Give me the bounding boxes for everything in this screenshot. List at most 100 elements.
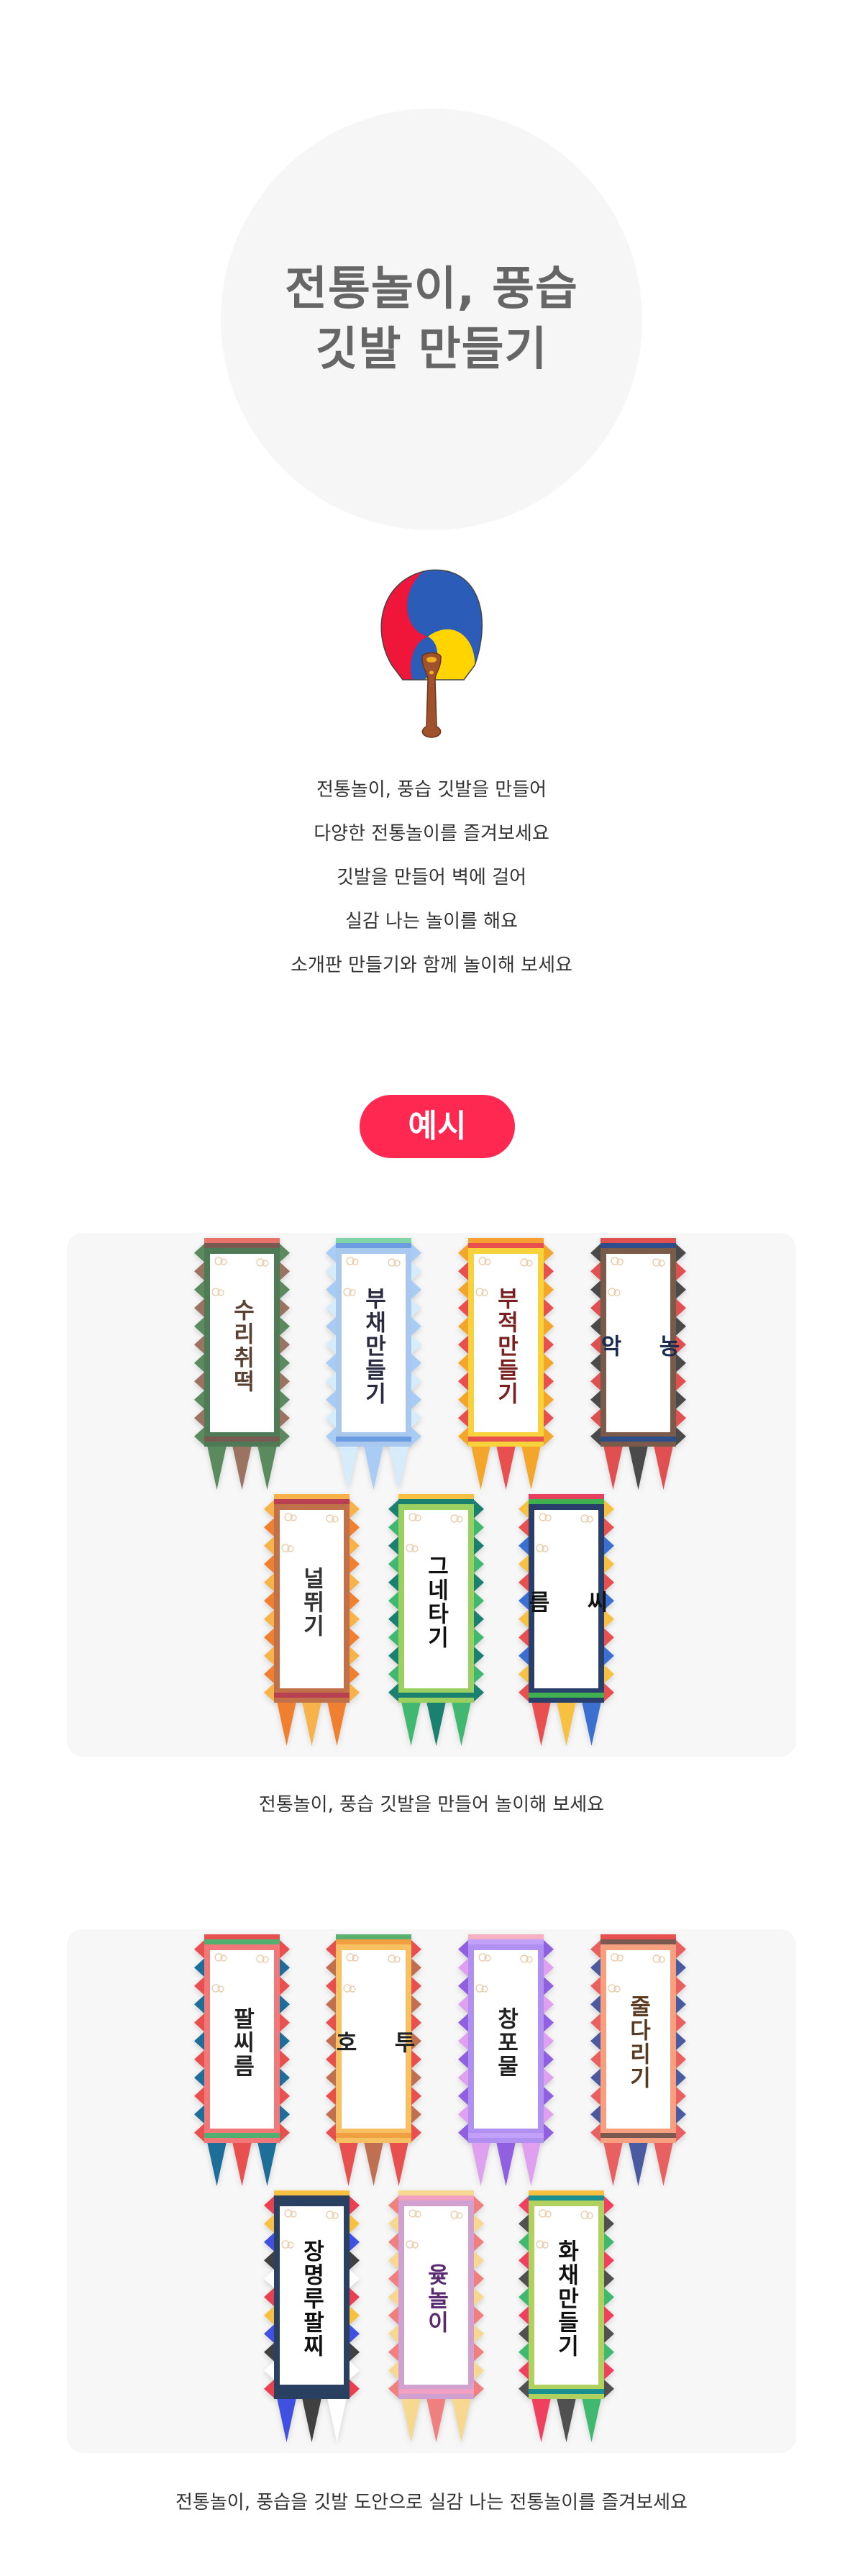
flag-side-tooth xyxy=(676,1408,686,1427)
flag-side-tooth xyxy=(264,1628,274,1647)
flag-side-tooth xyxy=(280,1354,290,1373)
flag-side-tooth xyxy=(280,1427,290,1446)
flag-side-tooth xyxy=(194,1335,204,1354)
flag-side-tooth xyxy=(519,2233,529,2252)
flag-side-tooth xyxy=(411,1244,421,1262)
cloud-icon xyxy=(613,1289,621,1296)
flag-side-tooth xyxy=(474,2324,484,2343)
flag-top-stripe xyxy=(336,1939,411,1944)
flag-side-tooth xyxy=(388,1665,398,1683)
flag-bottom-stripe xyxy=(398,2389,474,2394)
flag-side-tooth xyxy=(544,2068,554,2087)
flag-side-tooth xyxy=(350,1500,360,1519)
flag-side-tooth xyxy=(458,1280,468,1299)
cloud-icon xyxy=(414,2211,421,2218)
flag-top-stripe xyxy=(336,1934,411,1939)
cloud-icon xyxy=(450,1514,459,1523)
flag-side-tooth xyxy=(411,1977,421,1995)
cloud-icon xyxy=(475,1288,484,1296)
flag-side-tooth xyxy=(388,2270,398,2288)
flag-shape xyxy=(458,1238,554,1490)
flag-side-tooth xyxy=(350,2380,360,2398)
flag-side-tooth xyxy=(194,1372,204,1391)
flag-label: 화채만들기 xyxy=(553,2239,579,2358)
flag-side-tooth xyxy=(590,1958,601,1977)
flag-side-tooth xyxy=(676,1958,686,1977)
flag-side-tooth xyxy=(350,2196,360,2215)
cloud-icon xyxy=(281,1544,290,1552)
cloud-icon xyxy=(408,2209,417,2218)
intro-line: 다양한 전통놀이를 즐겨보세요 xyxy=(314,823,549,845)
flag-side-tooth xyxy=(676,2031,686,2050)
flag-side-tooth xyxy=(411,2068,421,2087)
gallery-caption-1: 전통놀이, 풍습 깃발을 만들어 놀이해 보세요 xyxy=(258,1794,605,1816)
flag-side-tooth xyxy=(326,1280,336,1299)
flag-top-stripe xyxy=(468,1238,544,1243)
flag-top-stripe xyxy=(468,1243,544,1248)
flag-inner-panel xyxy=(342,1254,406,1432)
flag-side-tooth xyxy=(350,2288,360,2306)
flag-inner-panel xyxy=(474,1254,538,1432)
flag-label: 수리취떡 xyxy=(229,1298,255,1393)
intro-line: 깃발을 만들어 벽에 걸어 xyxy=(337,867,526,888)
flag-banner: 줄다리기 xyxy=(590,1934,686,2186)
cloud-icon xyxy=(478,1257,487,1265)
taegeuk-fan-icon xyxy=(380,569,483,738)
cloud-icon xyxy=(450,2211,459,2219)
flag-inner-panel xyxy=(534,1510,598,1688)
flag-side-tooth xyxy=(411,1995,421,2013)
flag-banner: 부적만들기 xyxy=(458,1238,554,1490)
flag-shape xyxy=(458,1934,554,2186)
flag-side-tooth xyxy=(474,2214,484,2233)
flag-side-tooth xyxy=(604,1647,614,1665)
cloud-icon xyxy=(211,1984,220,1993)
flag-side-tooth xyxy=(194,1280,204,1299)
flag-banner: 투 호 xyxy=(326,1934,421,2186)
flag-side-tooth xyxy=(544,1408,554,1427)
cloud-icon xyxy=(520,1954,529,1963)
cloud-icon xyxy=(290,1514,297,1521)
flag-side-tooth xyxy=(194,1244,204,1262)
flag-side-tooth xyxy=(458,1391,468,1409)
flag-side-tooth xyxy=(474,1537,484,1555)
cloud-icon xyxy=(580,2211,589,2219)
flag-side-tooth xyxy=(544,1354,554,1373)
flag-side-tooth xyxy=(194,1940,204,1959)
cloud-icon xyxy=(481,1985,488,1993)
flag-side-tooth xyxy=(194,2105,204,2124)
flag-side-tooth xyxy=(590,2087,601,2106)
flag-side-tooth xyxy=(604,2214,614,2233)
flag-side-tooth xyxy=(264,2380,274,2398)
flag-side-tooth xyxy=(411,2087,421,2106)
cloud-icon xyxy=(536,2240,544,2249)
flag-shape xyxy=(388,2190,484,2442)
flag-side-tooth xyxy=(326,1995,336,2013)
flag-side-tooth xyxy=(590,1262,601,1280)
flag-side-tooth xyxy=(326,1244,336,1262)
flag-side-tooth xyxy=(590,1427,601,1446)
flag-side-tooth xyxy=(604,2343,614,2362)
cloud-icon xyxy=(388,1954,396,1963)
flag-banner: 수리취떡 xyxy=(194,1238,290,1490)
flag-inner-panel xyxy=(534,2206,598,2385)
flag-side-tooth xyxy=(280,1940,290,1959)
flag-side-tooth xyxy=(194,2068,204,2087)
flag-inner-panel xyxy=(404,1510,468,1688)
cloud-icon xyxy=(456,2212,463,2219)
flag-side-tooth xyxy=(264,1591,274,1610)
flag-side-tooth xyxy=(411,1958,421,1977)
flag-side-tooth xyxy=(411,1280,421,1299)
cloud-icon xyxy=(616,1954,624,1962)
flag-label: 널뛰기 xyxy=(298,1566,324,1638)
flag-side-tooth xyxy=(194,2050,204,2069)
flag-top-stripe xyxy=(336,1243,411,1248)
flag-bottom-stripe xyxy=(601,2133,676,2138)
cloud-icon xyxy=(352,1258,359,1265)
flag-side-tooth xyxy=(264,2233,274,2252)
flag-inner-panel xyxy=(210,1950,274,2129)
flag-banner: 그네타기 xyxy=(388,1494,484,1746)
flag-side-tooth xyxy=(604,1683,614,1702)
flag-top-stripe xyxy=(468,1934,544,1939)
flag-side-tooth xyxy=(458,2013,468,2032)
flag-side-tooth xyxy=(590,1244,601,1262)
